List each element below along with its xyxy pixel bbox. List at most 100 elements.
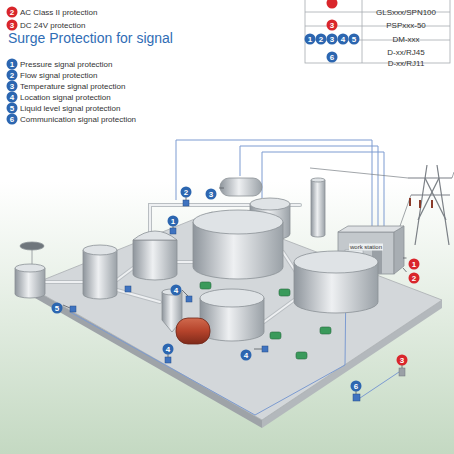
product-table — [305, 0, 450, 63]
table-cell: PSPxxx-50 — [386, 21, 426, 31]
callout-number: 5 — [349, 34, 360, 45]
legend-text: DC 24V protection — [20, 21, 85, 31]
building-side — [394, 226, 404, 274]
tank-top — [250, 198, 290, 210]
callout-number: 4 — [171, 285, 182, 296]
callout-number: 3 — [327, 20, 338, 31]
pipe — [177, 261, 193, 263]
tank-top — [200, 289, 264, 307]
callout-number: 1 — [409, 259, 420, 270]
sensor — [165, 357, 171, 363]
tank — [133, 240, 177, 280]
table-border — [305, 0, 450, 63]
cut-callout-circle — [327, 0, 338, 9]
leader-lines — [63, 188, 407, 394]
power-line — [310, 168, 408, 178]
callout-number: 2 — [316, 34, 327, 45]
table-rule — [362, 0, 363, 63]
callout-number: 2 — [181, 187, 192, 198]
callout-number: 5 — [52, 303, 63, 314]
legend-text: Temperature signal protection — [20, 82, 125, 92]
insulator — [419, 200, 421, 208]
pylon-arm — [408, 177, 452, 178]
sensor — [170, 228, 176, 234]
insulator — [409, 198, 411, 206]
callout-number: 1 — [168, 216, 179, 227]
callout-number: 1 — [305, 34, 316, 45]
insulator — [431, 200, 433, 208]
section-heading: Surge Protection for signal — [8, 30, 173, 46]
tank-top — [83, 245, 117, 255]
callout-number: 4 — [338, 34, 349, 45]
pipe — [117, 290, 160, 302]
callout-number: 4 — [241, 350, 252, 361]
pumps — [200, 282, 331, 359]
table-cell: DM-xxx — [392, 35, 419, 45]
pump — [296, 352, 307, 359]
red-drum — [176, 318, 210, 344]
callout-number: 3 — [397, 355, 408, 366]
pipe — [264, 300, 294, 322]
callout-number: 1 — [7, 59, 18, 70]
table-cell: D-xx/RJ11 — [388, 59, 425, 69]
sensor — [353, 394, 360, 401]
legend-text: Flow signal protection — [20, 71, 97, 81]
tanks — [15, 178, 378, 344]
callout-number: 4 — [163, 344, 174, 355]
callout-number: 4 — [7, 92, 18, 103]
power-line — [400, 195, 411, 226]
callout-number: 5 — [7, 103, 18, 114]
sensor — [183, 200, 189, 206]
lid-rod — [32, 250, 33, 264]
power-line — [452, 172, 454, 178]
tank-top — [193, 210, 283, 234]
wire — [360, 372, 399, 398]
pipe — [117, 290, 160, 302]
callout-number: 2 — [7, 70, 18, 81]
legend-text: AC Class II protection — [20, 8, 97, 18]
legend-text: Pressure signal protection — [20, 60, 113, 70]
insulators — [410, 198, 432, 208]
leader-line — [63, 305, 70, 308]
sensors — [70, 200, 405, 401]
tank-top — [294, 251, 378, 273]
pipe — [177, 260, 193, 264]
pump — [270, 332, 281, 339]
stack — [311, 180, 325, 237]
horizontal-tank — [220, 178, 262, 196]
callout-number: 3 — [327, 34, 338, 45]
callout-number: 6 — [7, 114, 18, 125]
tank-top — [15, 264, 45, 272]
pipe — [117, 268, 133, 280]
leader-line — [403, 258, 407, 259]
stack-top — [311, 178, 325, 182]
pylon-brace — [418, 178, 439, 220]
tank-lid — [20, 242, 44, 250]
pump — [200, 282, 211, 289]
callout-number: 6 — [351, 381, 362, 392]
leader-line — [254, 349, 262, 350]
station-label: work station — [349, 244, 383, 251]
tank — [83, 250, 117, 299]
sensor — [70, 306, 76, 312]
callout-number: 2 — [7, 7, 18, 18]
pipe — [264, 300, 294, 322]
legend-text: Location signal protection — [20, 93, 111, 103]
callout-number: 3 — [7, 20, 18, 31]
floor-slab — [28, 212, 442, 420]
sensor — [125, 286, 131, 292]
pump — [279, 289, 290, 296]
pipe — [117, 268, 133, 280]
leader-line — [403, 268, 407, 272]
leader-line — [182, 290, 188, 296]
pump — [320, 327, 331, 334]
protector — [399, 368, 405, 376]
table-cell: GLSxxx/SPN100 — [376, 8, 436, 18]
building-roof — [338, 226, 404, 232]
leader-line — [219, 188, 224, 189]
legend-text: Liquid level signal protection — [20, 104, 121, 114]
callout-number: 6 — [327, 52, 338, 63]
sensor — [262, 346, 268, 352]
